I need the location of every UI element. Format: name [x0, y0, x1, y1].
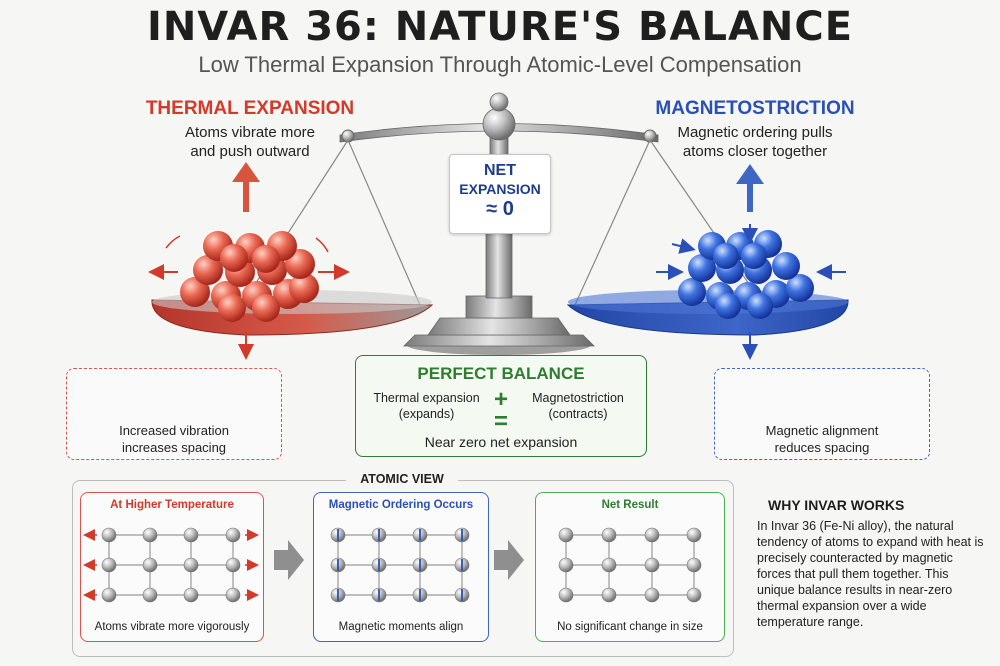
next-arrow-icon [494, 540, 524, 580]
thermal-box-line-2: increases spacing [121, 440, 227, 455]
thermal-box-line-1: Increased vibration [119, 423, 229, 438]
sign-line-3: ≈ 0 [486, 198, 514, 220]
panel-1-caption: Atoms vibrate more vigorously [94, 621, 250, 633]
net-expansion-sign: NET EXPANSION ≈ 0 [449, 154, 551, 234]
magnetic-atom-cluster [678, 230, 814, 319]
lattice-aligned [330, 527, 470, 603]
balance-right-term: Magnetostriction [532, 391, 624, 405]
equals-sign: = [493, 408, 508, 435]
page-title: INVAR 36: NATURE'S BALANCE [146, 4, 854, 50]
panel-net-result: Net Result No significant change in size [535, 492, 725, 642]
panel-1-title: At Higher Temperature [110, 499, 234, 511]
sign-line-2: EXPANSION [459, 181, 541, 197]
thermal-desc-line-2: and push outward [190, 143, 310, 160]
balance-right-note: (contracts) [548, 407, 608, 421]
magnetic-desc-line-2: atoms closer together [682, 143, 828, 160]
page-subtitle: Low Thermal Expansion Through Atomic-Lev… [198, 52, 802, 77]
magnetic-box-line-2: reduces spacing [774, 440, 870, 455]
plus-sign: + [493, 386, 508, 413]
next-arrow-icon [274, 540, 304, 580]
magnetic-desc-line-1: Magnetic ordering pulls [677, 124, 833, 141]
lattice-vibrating [83, 527, 259, 603]
thermal-desc-line-1: Atoms vibrate more [184, 124, 316, 141]
balance-left-term: Thermal expansion [373, 391, 480, 405]
magnetic-spacing-box: Magnetic alignment reduces spacing [714, 368, 930, 460]
perfect-balance-box: PERFECT BALANCE Thermal expansion (expan… [355, 355, 647, 457]
panel-2-title: Magnetic Ordering Occurs [328, 499, 474, 511]
perfect-balance-title: PERFECT BALANCE [417, 364, 585, 383]
panel-3-title: Net Result [601, 499, 659, 511]
why-invar-title: WHY INVAR WORKS [768, 497, 905, 513]
atomic-view-label: ATOMIC VIEW [346, 472, 458, 486]
balance-result: Near zero net expansion [424, 434, 578, 450]
why-invar-body: In Invar 36 (Fe-Ni alloy), the natural t… [757, 519, 984, 629]
panel-magnetic-ordering: Magnetic Ordering Occurs Magnetic moment… [313, 492, 489, 642]
panel-higher-temperature: At Higher Temperature Atoms vibrate more… [80, 492, 264, 642]
magnetostriction-heading: MAGNETOSTRICTION [655, 98, 855, 119]
thermal-expansion-heading: THERMAL EXPANSION [145, 98, 355, 119]
thermal-atom-cluster [180, 231, 319, 322]
sign-line-1: NET [484, 162, 516, 179]
balance-left-note: (expands) [398, 407, 455, 421]
lattice-stable [558, 527, 702, 603]
panel-2-caption: Magnetic moments align [338, 621, 464, 633]
thermal-spacing-box: Increased vibration increases spacing [66, 368, 282, 460]
panel-3-caption: No significant change in size [557, 621, 703, 633]
magnetic-box-line-1: Magnetic alignment [765, 423, 879, 438]
